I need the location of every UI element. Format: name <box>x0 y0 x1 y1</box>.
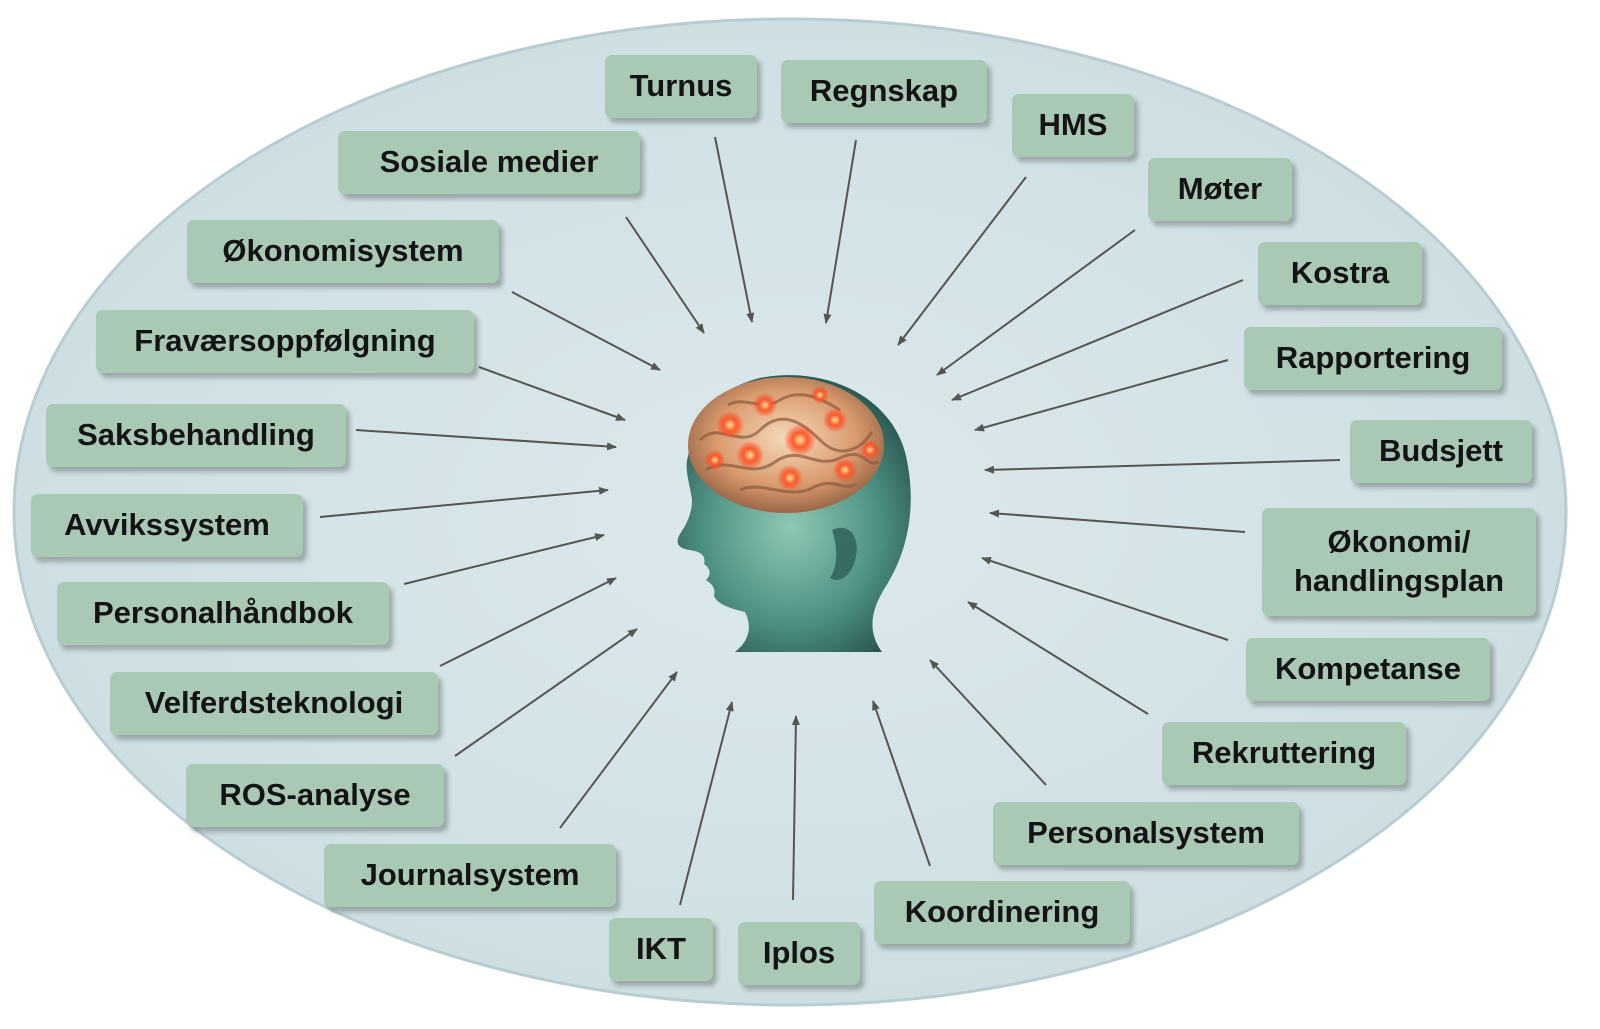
node-ros-analyse: ROS-analyse <box>186 764 444 827</box>
node-budsjett: Budsjett <box>1350 420 1532 483</box>
arrow-moter <box>936 229 1136 376</box>
node-hms: HMS <box>1012 94 1134 157</box>
arrow-personalsystem <box>929 659 1047 786</box>
arrow-personalhandbok <box>403 533 605 585</box>
node-koordinering: Koordinering <box>874 881 1130 944</box>
node-ikt: IKT <box>609 918 713 981</box>
node-okonomi-handlingsplan: Økonomi/ handlingsplan <box>1262 508 1536 616</box>
node-okonomisystem: Økonomisystem <box>187 220 499 283</box>
node-iplos: Iplos <box>738 922 860 985</box>
head-icon <box>677 375 930 652</box>
arrow-ikt <box>679 701 734 906</box>
node-regnskap: Regnskap <box>781 60 987 123</box>
node-personalsystem: Personalsystem <box>993 802 1299 865</box>
arrow-okonomisystem <box>511 291 661 371</box>
node-turnus: Turnus <box>605 55 757 118</box>
node-saksbehandling: Saksbehandling <box>46 404 346 467</box>
arrow-hms <box>897 176 1027 346</box>
ear-shape <box>830 527 857 580</box>
arrow-rekruttering <box>967 601 1149 715</box>
node-rekruttering: Rekruttering <box>1162 722 1406 785</box>
node-rapportering: Rapportering <box>1244 327 1502 390</box>
arrow-saksbehandling <box>355 429 617 451</box>
node-velferdsteknologi: Velferdsteknologi <box>110 672 438 735</box>
node-kostra: Kostra <box>1258 242 1422 305</box>
node-personalhandbok: Personalhåndbok <box>57 582 389 645</box>
arrow-turnus <box>714 136 755 323</box>
arrow-group <box>319 136 1341 906</box>
arrow-regnskap <box>823 139 857 324</box>
arrow-okonomi-handlingsplan <box>989 509 1246 533</box>
arrow-budsjett <box>984 459 1341 474</box>
arrow-sosiale-medier <box>625 216 705 334</box>
arrow-ros-analyse <box>454 628 638 757</box>
brain-folds <box>698 393 879 494</box>
node-journalsystem: Journalsystem <box>324 844 616 907</box>
neuron-glows <box>705 386 880 491</box>
node-sosiale-medier: Sosiale medier <box>338 131 640 194</box>
arrow-velferdsteknologi <box>439 577 617 667</box>
arrow-avvikssystem <box>319 486 609 518</box>
node-kompetanse: Kompetanse <box>1246 638 1490 701</box>
arrow-kompetanse <box>981 557 1229 641</box>
arrow-rapportering <box>974 359 1229 432</box>
arrow-kostra <box>951 279 1244 401</box>
node-moter: Møter <box>1148 158 1292 221</box>
node-fravaersoppfolgning: Fraværsoppfølgning <box>96 310 474 373</box>
arrow-journalsystem <box>559 671 678 829</box>
node-avvikssystem: Avvikssystem <box>31 494 303 557</box>
arrow-iplos <box>791 715 800 901</box>
arrow-fravaersoppfolgning <box>478 366 626 421</box>
arrow-koordinering <box>872 700 931 867</box>
